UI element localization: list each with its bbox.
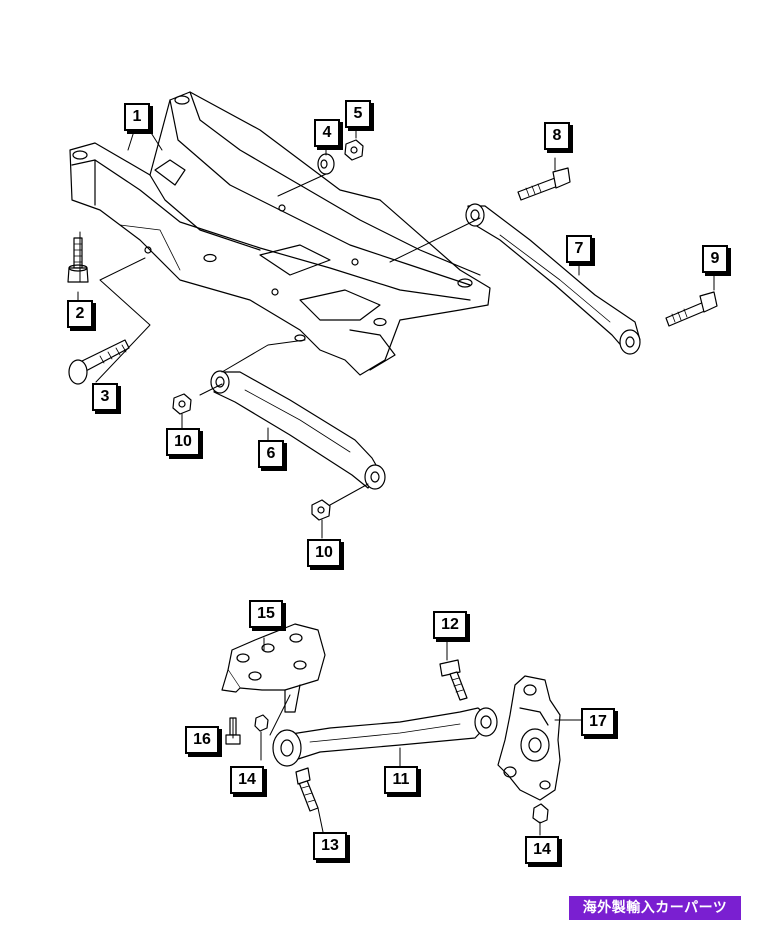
- callout-4: 4: [314, 119, 340, 147]
- leader-lines: [77, 125, 715, 836]
- washer-4-part: [317, 153, 335, 175]
- callout-17: 17: [581, 708, 615, 736]
- link-arm-7-part: [465, 203, 641, 355]
- callout-8: 8: [544, 122, 570, 150]
- callout-15: 15: [249, 600, 283, 628]
- link-arm-6-part: [210, 370, 386, 490]
- nut-5-part: [344, 139, 364, 161]
- callout-16: 16: [185, 726, 219, 754]
- callout-7: 7: [566, 235, 592, 263]
- callout-9: 9: [702, 245, 728, 273]
- bolt-3-part: [68, 339, 130, 385]
- bolt-2-part: [67, 237, 89, 283]
- callout-6: 6: [258, 440, 284, 468]
- bracket-15-part: [221, 623, 326, 713]
- callout-14b: 14: [525, 836, 559, 864]
- bolt-8-part: [517, 167, 571, 201]
- watermark-badge: 海外製輸入カーパーツ: [569, 896, 741, 920]
- bolt-12-part: [439, 659, 468, 701]
- callout-13: 13: [313, 832, 347, 860]
- callout-3: 3: [92, 383, 118, 411]
- nut-10a-part: [172, 393, 192, 415]
- callout-10b: 10: [307, 539, 341, 567]
- nut-10b-part: [311, 499, 331, 521]
- nut-14b-part: [532, 803, 549, 824]
- bolt-9-part: [665, 291, 718, 327]
- callout-2: 2: [67, 300, 93, 328]
- callout-12: 12: [433, 611, 467, 639]
- callout-11: 11: [384, 766, 418, 794]
- bolt-13-part: [295, 767, 319, 812]
- callout-1: 1: [124, 103, 150, 131]
- callout-14a: 14: [230, 766, 264, 794]
- crossmember-part: [69, 91, 491, 376]
- callout-5: 5: [345, 100, 371, 128]
- knuckle-17-part: [497, 675, 561, 801]
- trailing-arm-11-part: [272, 707, 498, 767]
- nut-14a-part: [254, 714, 269, 732]
- callout-10a: 10: [166, 428, 200, 456]
